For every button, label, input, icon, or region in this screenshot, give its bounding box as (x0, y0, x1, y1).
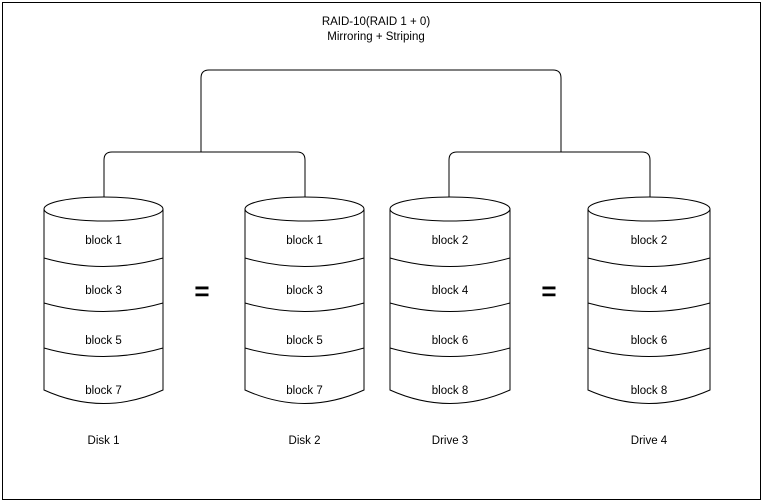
block-label-1-2: block 3 (85, 285, 121, 297)
disk-cylinder-1: block 1 block 3 block 5 block 7 Disk 1 (43, 196, 164, 447)
block-label-4-1: block 2 (631, 235, 667, 247)
block-divider-4-1 (587, 257, 711, 267)
mirror-equals-left: = (194, 276, 209, 306)
disk-caption-3: Drive 3 (432, 435, 468, 447)
block-label-2-3: block 5 (286, 335, 322, 347)
block-divider-4-3 (587, 347, 711, 357)
block-divider-2-3 (244, 347, 365, 357)
block-label-3-3: block 6 (432, 335, 468, 347)
block-divider-3-3 (389, 347, 511, 357)
block-label-4-2: block 4 (631, 285, 668, 297)
diagram-title-line1: RAID-10(RAID 1 + 0) (322, 16, 430, 28)
connector-root-bracket (200, 69, 562, 152)
connector-left-mirror-bracket (103, 151, 306, 200)
block-divider-1-2 (43, 302, 164, 312)
diagram-title-line2: Mirroring + Striping (327, 31, 424, 43)
block-label-1-1: block 1 (85, 235, 121, 247)
block-divider-3-1 (389, 257, 511, 267)
block-divider-1-1 (43, 257, 164, 267)
block-divider-3-2 (389, 302, 511, 312)
cylinder-top-4 (587, 196, 711, 222)
block-label-3-1: block 2 (432, 235, 468, 247)
block-label-2-2: block 3 (286, 285, 322, 297)
connector-right-mirror-bracket (448, 151, 651, 200)
disk-caption-4: Drive 4 (631, 435, 668, 447)
disk-caption-1: Disk 1 (88, 435, 120, 447)
cylinder-top-3 (389, 196, 511, 222)
block-label-1-4: block 7 (85, 385, 121, 397)
disk-cylinder-2: block 1 block 3 block 5 block 7 Disk 2 (244, 196, 365, 447)
disk-caption-2: Disk 2 (289, 435, 321, 447)
block-label-3-4: block 8 (432, 385, 468, 397)
block-divider-2-1 (244, 257, 365, 267)
block-label-1-3: block 5 (85, 335, 121, 347)
cylinder-top-2 (244, 196, 365, 222)
block-label-3-2: block 4 (432, 285, 469, 297)
block-label-4-3: block 6 (631, 335, 667, 347)
disk-cylinder-4: block 2 block 4 block 6 block 8 Drive 4 (587, 196, 711, 447)
block-divider-4-2 (587, 302, 711, 312)
disk-cylinder-3: block 2 block 4 block 6 block 8 Drive 3 (389, 196, 511, 447)
mirror-equals-right: = (541, 276, 556, 306)
block-label-2-4: block 7 (286, 385, 322, 397)
block-label-4-4: block 8 (631, 385, 667, 397)
block-label-2-1: block 1 (286, 235, 322, 247)
cylinder-top-1 (43, 196, 164, 222)
block-divider-1-3 (43, 347, 164, 357)
block-divider-2-2 (244, 302, 365, 312)
